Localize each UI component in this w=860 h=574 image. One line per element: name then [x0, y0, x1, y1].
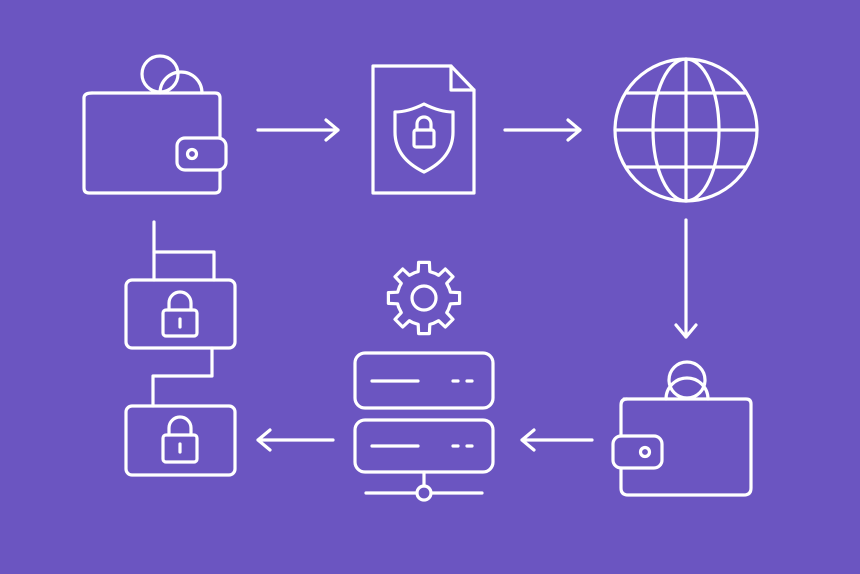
- wallet-user-body: [158, 70, 204, 95]
- wallet-user-body: [664, 376, 710, 401]
- wallet-clasp-button: [185, 147, 199, 161]
- lock-block-upper: [124, 278, 237, 350]
- gear-teeth: [386, 260, 462, 336]
- document-fold: [449, 64, 476, 92]
- sender-wallet-icon: [82, 54, 228, 195]
- server-unit-top: [353, 351, 495, 410]
- shield-icon: [393, 102, 455, 174]
- lock-body: [161, 308, 199, 338]
- globe-icon: [613, 57, 759, 203]
- arrow-globe-to-wallet: [674, 218, 698, 339]
- block-outline: [124, 404, 237, 477]
- gear-icon: [386, 260, 462, 336]
- server-icon: [353, 260, 495, 502]
- gear-hub: [410, 284, 438, 312]
- secure-document-icon: [371, 64, 476, 195]
- document-lock-body: [412, 128, 436, 149]
- block-outline: [124, 278, 237, 350]
- wallet-clasp-button: [638, 445, 652, 459]
- document-lock-shackle: [415, 115, 433, 132]
- arrow-wallet-to-document: [256, 118, 340, 142]
- document-outline: [371, 64, 476, 195]
- arrow-document-to-globe: [503, 118, 582, 142]
- chain-link-between-blocks: [151, 346, 214, 408]
- receiver-wallet-icon: [611, 360, 753, 497]
- wallet-clasp: [611, 434, 664, 470]
- lock-block-lower: [124, 404, 237, 477]
- wallet-left-edge: [619, 397, 629, 438]
- wallet-top-edge: [90, 91, 222, 140]
- wallet-body: [619, 397, 753, 497]
- wallet-body: [82, 96, 222, 195]
- lock-body: [161, 433, 199, 464]
- wallet-clasp: [175, 136, 228, 172]
- arrow-server-to-block: [256, 428, 335, 452]
- lock-shackle: [167, 290, 193, 312]
- lock-shackle: [167, 415, 193, 437]
- chain-link-to-wallet: [152, 220, 216, 282]
- arrow-wallet-to-server: [520, 428, 594, 452]
